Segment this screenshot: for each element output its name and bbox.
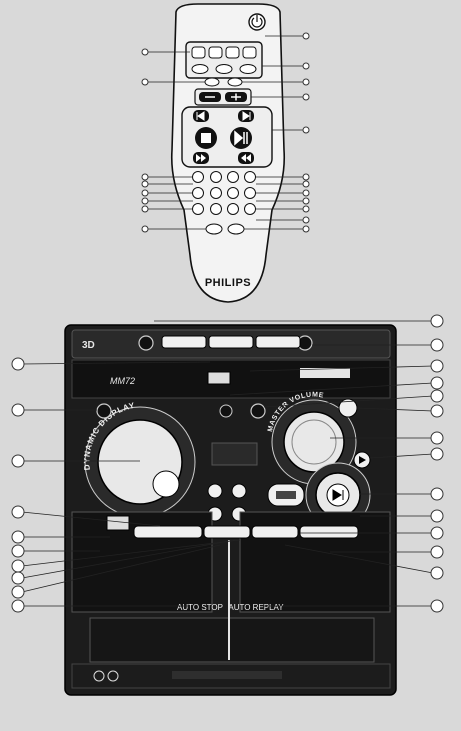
volume-buttons[interactable] xyxy=(199,92,247,102)
left-knob[interactable] xyxy=(96,403,112,419)
bottom-note xyxy=(172,671,282,679)
skip-previous-icon xyxy=(196,111,205,121)
rewind-icon xyxy=(196,154,206,162)
main-unit: 3D MM72 DYNAMIC DISPLAY xyxy=(64,324,397,696)
stop-icon xyxy=(201,133,211,143)
jog-side-button[interactable] xyxy=(267,483,305,507)
dynamic-display-dial[interactable] xyxy=(84,406,196,518)
center-panel xyxy=(211,442,258,466)
display-band xyxy=(71,359,391,399)
left-indicator xyxy=(106,515,130,531)
fast-forward-icon xyxy=(241,154,251,162)
search-buttons[interactable] xyxy=(193,152,254,164)
auto-replay-label: AUTO REPLAY xyxy=(228,603,284,612)
deck-buttons[interactable] xyxy=(133,525,359,539)
transport-buttons[interactable] xyxy=(195,127,252,149)
feature-badge xyxy=(300,368,350,378)
display-window xyxy=(207,371,231,385)
remote-callout-markers xyxy=(141,32,310,233)
remote-brand-label: PHILIPS xyxy=(205,277,251,289)
preset-buttons[interactable] xyxy=(191,64,257,74)
power-icon xyxy=(251,17,263,28)
function-buttons[interactable] xyxy=(205,223,245,235)
remote-control: PHILIPS xyxy=(141,3,310,303)
cd-tray-buttons[interactable] xyxy=(161,335,301,349)
right-side-button[interactable] xyxy=(353,451,371,469)
bottom-icons xyxy=(93,670,119,682)
auto-stop-label: AUTO STOP xyxy=(177,603,223,612)
brand-logo: 3D xyxy=(82,340,95,351)
skip-next-icon xyxy=(242,111,251,121)
keypad-buttons[interactable] xyxy=(192,171,256,215)
unit-callout-markers xyxy=(11,314,444,613)
bottom-tray xyxy=(89,617,375,663)
play-pause-icon xyxy=(234,130,248,146)
playback-jog[interactable] xyxy=(305,462,371,528)
power-button[interactable] xyxy=(248,13,266,31)
playback-frame xyxy=(181,106,273,168)
unit-callouts xyxy=(21,320,434,607)
source-buttons[interactable] xyxy=(191,46,257,59)
model-label: MM72 xyxy=(110,376,135,386)
remote-callouts xyxy=(148,35,303,230)
skip-buttons[interactable] xyxy=(193,110,254,122)
